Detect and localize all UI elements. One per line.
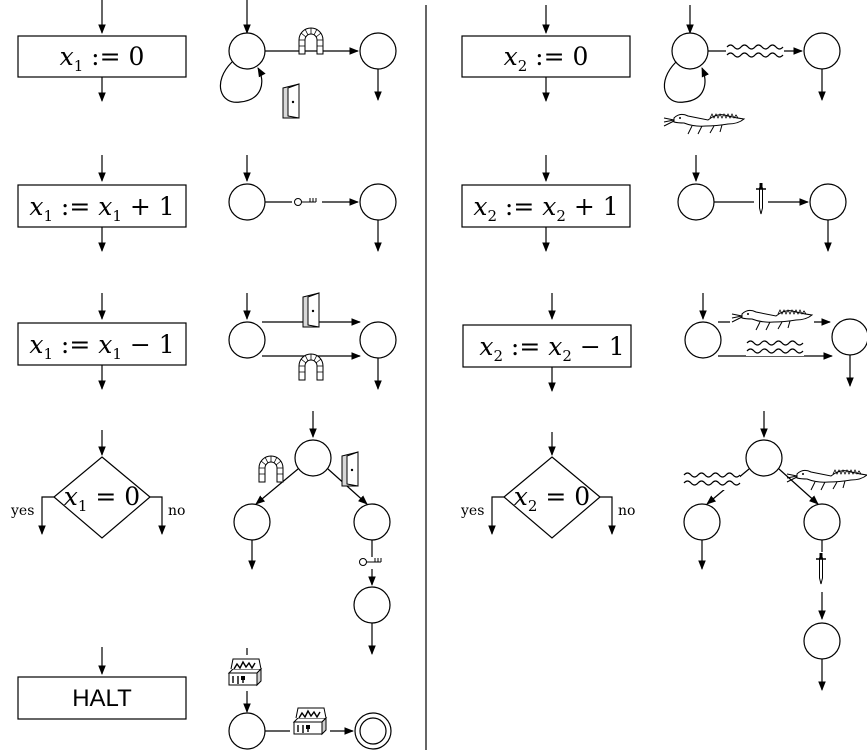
state-node: [359, 321, 397, 359]
test-x1-block: x1 = 0 yes no: [10, 430, 185, 539]
yes-branch-label: yes: [10, 503, 34, 519]
state-node: [228, 321, 266, 359]
state-node: [809, 183, 847, 221]
decrement-x1-label: x1 := x1 − 1: [29, 330, 174, 363]
test-x2-label: x2 = 0: [514, 482, 590, 515]
increment-x1-gadget: [228, 155, 397, 252]
door-icon: [302, 292, 320, 328]
treasure-chest-icon: [228, 658, 262, 686]
state-node: [359, 183, 397, 221]
decrement-x1-gadget: [228, 292, 397, 390]
state-node: [228, 32, 266, 70]
state-node: [294, 439, 332, 477]
state-node: [233, 503, 271, 541]
increment-x2-gadget: [677, 155, 847, 252]
state-node: [683, 503, 721, 541]
assign-zero-x2-label: x2 := 0: [504, 42, 589, 75]
test-x2-block: x2 = 0 yes no: [460, 432, 635, 539]
arch-icon: [298, 27, 324, 55]
assign-zero-x1-gadget: [219, 0, 397, 119]
no-branch-label: no: [618, 503, 635, 519]
state-node: [228, 712, 266, 750]
door-icon: [341, 451, 359, 487]
arch-icon: [258, 455, 284, 483]
decrement-x2-block: x2 := x2 − 1: [462, 293, 632, 392]
decrement-x2-label: x2 := x2 − 1: [479, 332, 624, 365]
door-icon: [282, 83, 300, 119]
assign-zero-x2-gadget: [663, 5, 841, 135]
decrement-x2-gadget: [684, 293, 867, 387]
state-node: [353, 586, 391, 624]
halt-block: HALT: [17, 647, 187, 720]
state-node: [803, 622, 841, 660]
yes-branch-label: yes: [460, 503, 484, 519]
decrement-x1-block: x1 := x1 − 1: [17, 293, 187, 390]
increment-x2-block: x2 := x2 + 1: [461, 155, 631, 252]
assign-zero-x1-label: x1 := 0: [60, 42, 145, 75]
state-node: [803, 503, 841, 541]
no-branch-label: no: [168, 503, 185, 519]
dragon-icon: [663, 113, 745, 135]
state-node: [677, 183, 715, 221]
state-node: [803, 32, 841, 70]
state-node: [359, 32, 397, 70]
assign-zero-x2-block: x2 := 0: [461, 5, 631, 102]
test-x1-label: x1 = 0: [64, 482, 140, 515]
assign-zero-x1-block: x1 := 0: [17, 0, 187, 102]
state-node: [831, 318, 867, 356]
increment-x2-label: x2 := x2 + 1: [473, 192, 618, 225]
test-x1-gadget: [233, 411, 391, 655]
arch-icon: [298, 353, 324, 381]
state-node: [228, 183, 266, 221]
state-node: [353, 503, 391, 541]
halt-gadget: [225, 648, 392, 750]
test-x2-gadget: [683, 411, 867, 691]
state-node: [671, 32, 709, 70]
state-node: [684, 321, 722, 359]
increment-x1-block: x1 := x1 + 1: [17, 155, 187, 252]
halt-label: HALT: [72, 685, 132, 712]
treasure-chest-icon: [293, 707, 327, 735]
state-node: [745, 439, 783, 477]
increment-x1-label: x1 := x1 + 1: [29, 192, 174, 225]
